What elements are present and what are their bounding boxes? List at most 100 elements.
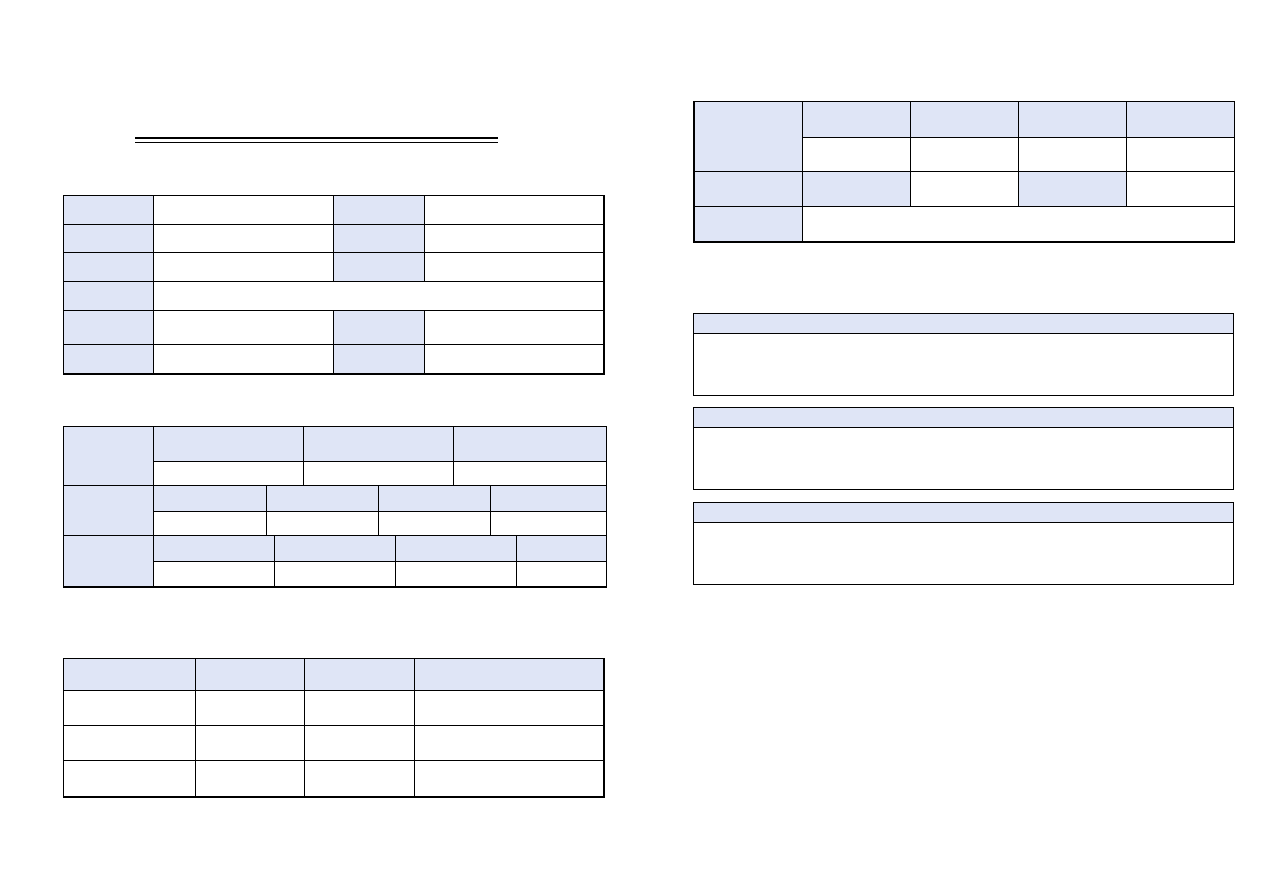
document-title-underline [135, 137, 498, 143]
column-header-cell [453, 426, 607, 462]
column-header-cell [1017, 101, 1127, 138]
table-row [63, 195, 604, 225]
field-value-cell[interactable] [153, 224, 334, 253]
column-header-cell [153, 426, 304, 462]
column-header-cell [909, 101, 1019, 138]
value-cell[interactable] [153, 561, 275, 587]
group-label-cell [63, 426, 154, 487]
value-cell[interactable] [195, 760, 305, 797]
basic-info-table [63, 195, 605, 375]
field-label-cell [63, 281, 154, 311]
value-cell[interactable] [378, 511, 491, 537]
field-label-cell [1017, 171, 1127, 207]
field-value-cell[interactable] [153, 310, 334, 345]
field-label-cell [693, 206, 803, 242]
section-body[interactable] [694, 428, 1234, 489]
experience-table [63, 658, 605, 798]
table-row [693, 206, 1235, 242]
value-cell[interactable] [395, 561, 517, 587]
table-row [693, 101, 1235, 172]
value-cell[interactable] [1125, 171, 1235, 207]
column-header-cell [153, 485, 267, 512]
field-value-cell[interactable] [424, 224, 604, 253]
scores-group [63, 426, 607, 487]
value-cell[interactable] [1017, 137, 1127, 172]
column-header-cell [153, 535, 275, 562]
value-cell[interactable] [414, 760, 604, 797]
section-body[interactable] [694, 523, 1234, 584]
column-header-cell [801, 101, 911, 138]
field-label-cell [801, 171, 911, 207]
column-header-cell [414, 658, 604, 691]
table-row [63, 344, 604, 374]
scores-group [63, 535, 607, 588]
column-header-cell [1125, 101, 1235, 138]
column-header-cell [395, 535, 517, 562]
field-label-cell [63, 224, 154, 253]
field-label-cell [63, 195, 154, 225]
value-cell[interactable] [195, 690, 305, 726]
value-cell[interactable] [304, 760, 415, 797]
value-cell-wide[interactable] [801, 206, 1235, 242]
column-header-cell [63, 658, 196, 691]
value-cell[interactable] [414, 725, 604, 761]
section-box [693, 502, 1234, 585]
table-row [63, 725, 604, 761]
field-label-cell [693, 171, 803, 207]
column-header-cell [516, 535, 607, 562]
value-cell[interactable] [304, 725, 415, 761]
group-label-cell [63, 485, 154, 537]
field-label-cell [333, 310, 425, 345]
value-cell[interactable] [490, 511, 607, 537]
value-cell[interactable] [909, 171, 1019, 207]
scores-group [63, 485, 607, 537]
value-cell[interactable] [909, 137, 1019, 172]
field-value-cell[interactable] [424, 310, 604, 345]
scores-table [63, 426, 607, 588]
field-value-cell[interactable] [424, 344, 604, 374]
column-header-cell [195, 658, 305, 691]
field-label-cell [333, 344, 425, 374]
value-cell[interactable] [63, 725, 196, 761]
field-value-cell[interactable] [153, 252, 334, 282]
section-body[interactable] [694, 334, 1234, 395]
section-box [693, 313, 1234, 396]
table-header-row [63, 658, 604, 691]
group-label-cell [693, 101, 803, 172]
value-cell[interactable] [274, 561, 396, 587]
value-cell[interactable] [304, 690, 415, 726]
column-header-cell [303, 426, 454, 462]
section-box [693, 407, 1234, 490]
section-heading [694, 503, 1234, 523]
value-cell[interactable] [414, 690, 604, 726]
value-cell[interactable] [801, 137, 911, 172]
field-value-cell[interactable] [153, 344, 334, 374]
table-row [63, 281, 604, 311]
column-header-cell [378, 485, 491, 512]
value-cell[interactable] [63, 760, 196, 797]
column-header-cell [266, 485, 379, 512]
field-value-cell-wide[interactable] [153, 281, 604, 311]
value-cell[interactable] [63, 690, 196, 726]
group-label-cell [63, 535, 154, 587]
column-header-cell [274, 535, 396, 562]
table-row [63, 760, 604, 797]
field-label-cell [63, 310, 154, 345]
family-table [693, 101, 1235, 243]
table-row [693, 171, 1235, 207]
value-cell[interactable] [303, 461, 454, 487]
field-value-cell[interactable] [424, 252, 604, 282]
value-cell[interactable] [453, 461, 607, 487]
value-cell[interactable] [153, 461, 304, 487]
value-cell[interactable] [1125, 137, 1235, 172]
value-cell[interactable] [266, 511, 379, 537]
field-value-cell[interactable] [153, 195, 334, 225]
value-cell[interactable] [153, 511, 267, 537]
column-header-cell [490, 485, 607, 512]
value-cell[interactable] [516, 561, 607, 587]
section-heading [694, 314, 1234, 334]
field-value-cell[interactable] [424, 195, 604, 225]
field-label-cell [333, 195, 425, 225]
field-label-cell [63, 344, 154, 374]
value-cell[interactable] [195, 725, 305, 761]
